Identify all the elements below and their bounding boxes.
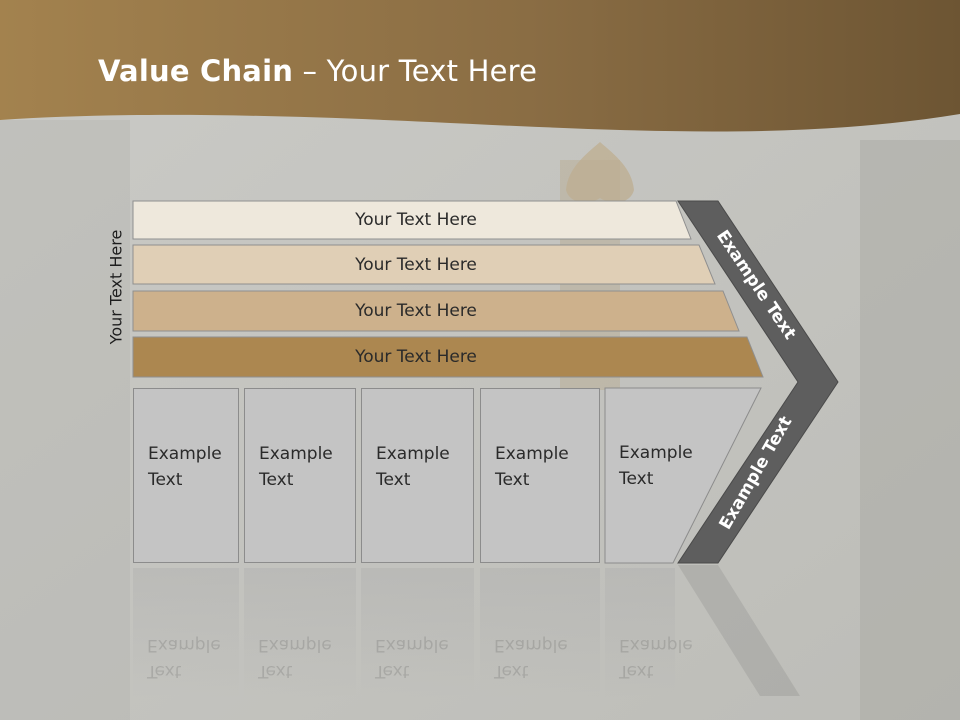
cell-1-reflection-line1: Example — [147, 635, 221, 655]
cell-3-reflection-text: Text Example — [375, 632, 449, 684]
side-label: Your Text Here — [106, 229, 126, 345]
cell-3-reflection-line1: Example — [375, 635, 449, 655]
cell-3: Example Text — [361, 388, 474, 563]
cell-2-text: Example Text — [259, 441, 333, 493]
bar-row-2: Your Text Here — [133, 245, 699, 284]
cell-2-line2: Text — [259, 470, 294, 490]
bar-3 — [132, 290, 740, 332]
cell-5-shape — [604, 387, 762, 564]
bar-row-4: Your Text Here — [133, 337, 699, 377]
cell-2-reflection-line2: Text — [258, 661, 293, 681]
cell-5-text: Example Text — [619, 440, 693, 492]
cell-1-reflection-text: Text Example — [147, 632, 221, 684]
cell-3-text: Example Text — [376, 441, 450, 493]
title-bold: Value Chain — [98, 54, 294, 88]
cell-4-reflection-line2: Text — [494, 661, 529, 681]
cell-4-reflection: Text Example — [480, 568, 600, 698]
cell-5: Example Text — [605, 388, 705, 563]
bar-3-label: Your Text Here — [355, 301, 477, 321]
cell-5-reflection-line2: Text — [619, 661, 654, 681]
cell-4-text: Example Text — [495, 441, 569, 493]
bar-1-label: Your Text Here — [355, 210, 477, 230]
cell-1-line1: Example — [148, 444, 222, 464]
cell-4: Example Text — [480, 388, 600, 563]
cell-2: Example Text — [244, 388, 356, 563]
cell-3-reflection: Text Example — [361, 568, 474, 698]
bar-row-3: Your Text Here — [133, 291, 699, 331]
cell-5-line2: Text — [619, 469, 654, 489]
cell-5-reflection-text: Text Example — [619, 632, 693, 684]
bar-2-label: Your Text Here — [355, 254, 477, 275]
cell-4-reflection-line1: Example — [494, 635, 568, 655]
cell-5-reflection: Text Example — [605, 568, 693, 698]
cell-2-line1: Example — [259, 444, 333, 464]
cell-4-line1: Example — [495, 444, 569, 464]
slide-title: Value Chain – Your Text Here — [98, 54, 537, 88]
cell-1-reflection-line2: Text — [147, 661, 182, 681]
bar-2 — [132, 244, 716, 285]
cell-3-line1: Example — [376, 444, 450, 464]
ornament-decoration — [566, 142, 634, 203]
bar-1 — [132, 200, 692, 240]
value-chain-bars — [132, 200, 764, 378]
chevron-reflection — [678, 565, 800, 696]
cell-1-reflection: Text Example — [133, 568, 239, 698]
header-band — [0, 0, 960, 132]
title-rest: – Your Text Here — [293, 54, 538, 88]
cell-1-text: Example Text — [148, 441, 222, 493]
bar-row-1: Your Text Here — [133, 201, 699, 239]
cell-5-line1: Example — [619, 443, 693, 463]
cell-2-reflection-line1: Example — [258, 635, 332, 655]
cell-1: Example Text — [133, 388, 239, 563]
cell-3-reflection-line2: Text — [375, 661, 410, 681]
cell-2-reflection: Text Example — [244, 568, 356, 698]
cell-1-line2: Text — [148, 470, 183, 490]
bar-4 — [132, 336, 764, 378]
chevron-arrow — [677, 200, 839, 564]
cell-4-reflection-text: Text Example — [494, 632, 568, 684]
cell-5-reflection-line1: Example — [619, 635, 693, 655]
cell-2-reflection-text: Text Example — [258, 632, 332, 684]
cell-4-line2: Text — [495, 470, 530, 490]
cell-3-line2: Text — [376, 470, 411, 490]
bar-4-label: Your Text Here — [355, 347, 477, 367]
